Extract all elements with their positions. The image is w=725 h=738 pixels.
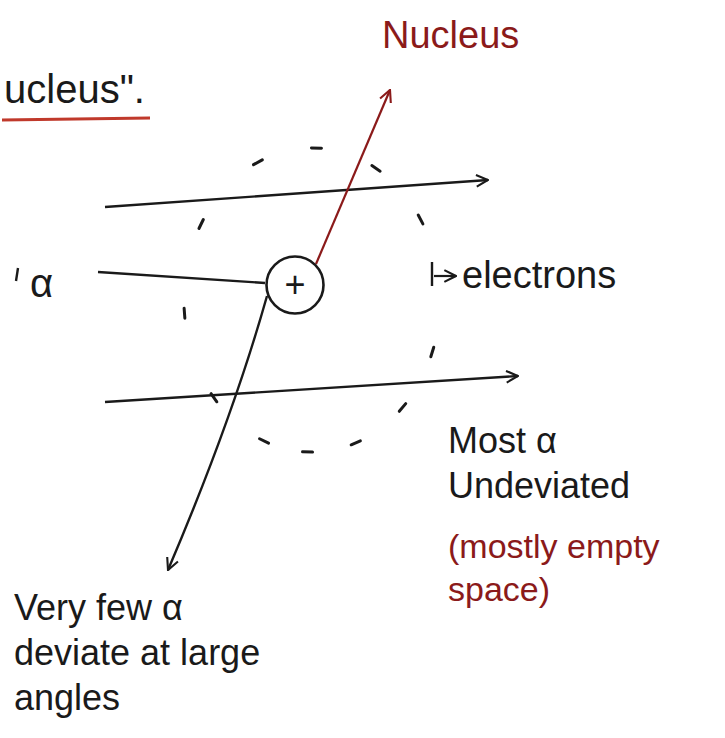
heading-fragment: ucleus". (4, 64, 224, 114)
note: (mostly empty space) (448, 525, 713, 610)
circle-outline (267, 257, 324, 314)
electron-dash (431, 347, 434, 357)
electron-dash (254, 160, 263, 165)
nucleus-circle: + (265, 255, 325, 315)
alpha-path (105, 376, 518, 402)
underline (2, 118, 150, 120)
note: Very few α deviate at large angles (14, 585, 304, 720)
leader-line (434, 275, 456, 277)
electron-dash (418, 215, 423, 224)
leader-line (431, 262, 433, 286)
electron-dash (260, 439, 269, 443)
electron-dash (199, 220, 203, 229)
part-name: Nucleus (382, 12, 602, 60)
electron-dash (183, 308, 187, 318)
electron-dash (311, 146, 321, 149)
leader-line (316, 90, 390, 264)
note: Most α Undeviated (448, 418, 698, 508)
tick-mark (16, 268, 18, 281)
alpha-path (98, 272, 265, 283)
electron-dash (399, 404, 405, 412)
alpha-path (105, 180, 488, 207)
charge-sign: + (284, 267, 305, 303)
electron-dash (372, 166, 380, 172)
alpha-path (168, 296, 267, 570)
electron-dash (303, 450, 313, 453)
part-name: electrons (462, 252, 702, 300)
electron-dash (351, 441, 360, 445)
particle-symbol: α (30, 258, 80, 308)
